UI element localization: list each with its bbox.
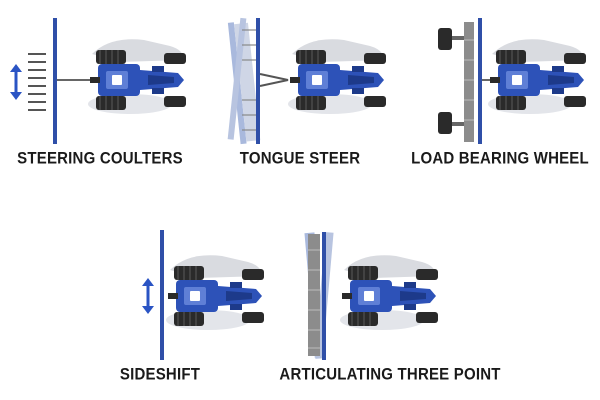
tractor-icon [87, 38, 187, 115]
toolbar-icon [160, 230, 164, 360]
double-arrow-icon [140, 276, 156, 316]
panel-load-bearing-wheel: LOAD BEARING WHEEL [400, 0, 600, 168]
label-articulating-three-point: ARTICULATING THREE POINT [279, 364, 501, 385]
load-bearing-wheel-illustration [438, 18, 587, 144]
tractor-icon [339, 254, 439, 331]
panel-sideshift: SIDESHIFT [120, 220, 320, 384]
toolbar-icon [478, 18, 482, 144]
toolbar-icon [256, 18, 260, 144]
toolbar-icon [322, 232, 326, 360]
implement-ghost [227, 17, 247, 140]
coulter-gang [28, 53, 46, 111]
sideshift-illustration [140, 230, 265, 360]
double-arrow-icon [8, 62, 24, 102]
panel-tongue-steer: TONGUE STEER [200, 0, 400, 168]
label-tongue-steer: TONGUE STEER [239, 148, 361, 169]
label-steering-coulters: STEERING COULTERS [17, 148, 183, 169]
tongue-steer-illustration [227, 17, 387, 145]
tractor-icon [165, 254, 265, 331]
tractor-icon [487, 38, 587, 115]
label-sideshift: SIDESHIFT [119, 364, 201, 385]
steering-coulters-illustration [8, 18, 187, 144]
panel-steering-coulters: STEERING COULTERS [0, 0, 200, 168]
panel-articulating-three-point: ARTICULATING THREE POINT [279, 220, 500, 384]
label-load-bearing-wheel: LOAD BEARING WHEEL [411, 148, 589, 169]
toolbar-icon [53, 18, 57, 144]
wheel-icon [438, 28, 464, 134]
articulating-three-point-illustration [304, 232, 439, 360]
tractor-icon [287, 38, 387, 115]
